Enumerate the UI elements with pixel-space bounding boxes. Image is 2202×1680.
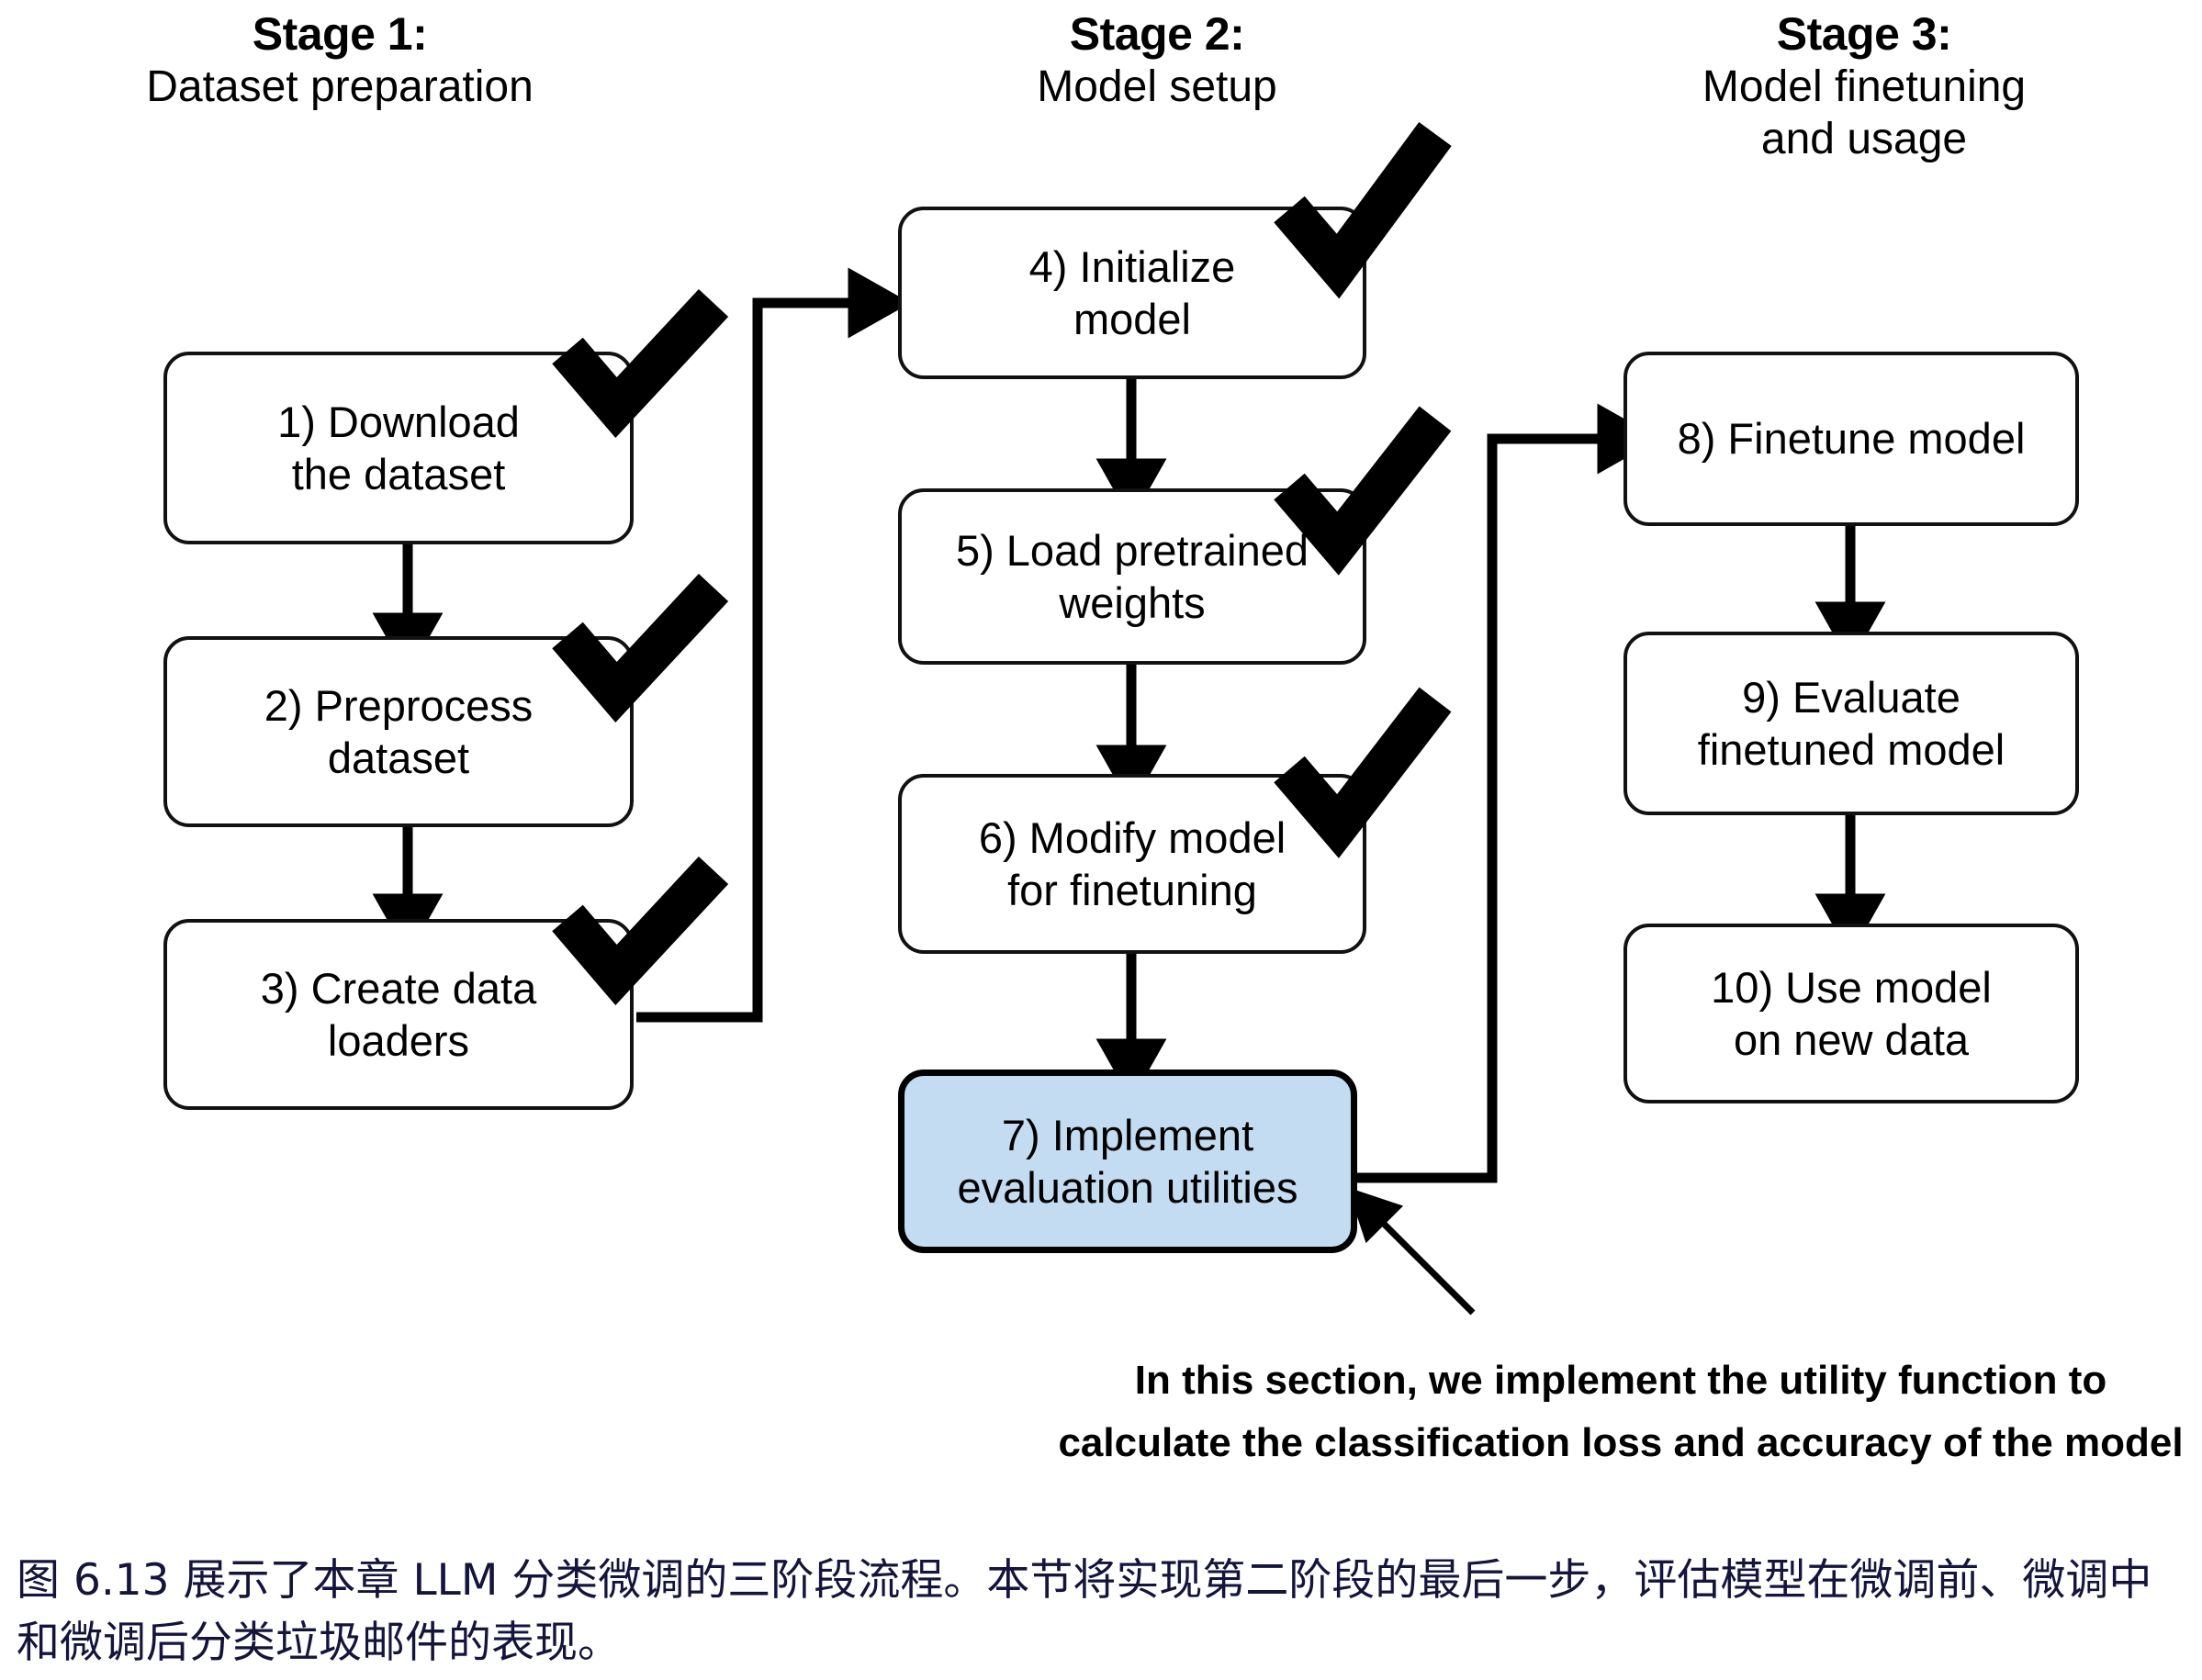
node-6-modify-model-for-finetuning[interactable]: 6) Modify model for finetuning <box>898 774 1366 954</box>
stage-header-3: Stage 3: Model finetuning and usage <box>1561 7 2167 165</box>
node-3-create-data-loaders[interactable]: 3) Create data loaders <box>163 919 634 1110</box>
stage-3-title: Stage 3: <box>1776 8 1952 60</box>
callout-line-1: In this section, we implement the utilit… <box>1134 1358 2107 1403</box>
node-3-label: 3) Create data loaders <box>260 963 537 1065</box>
stage-header-1: Stage 1: Dataset preparation <box>37 7 643 114</box>
stage-1-subtitle: Dataset preparation <box>146 62 534 111</box>
node-6-label: 6) Modify model for finetuning <box>978 812 1286 914</box>
stage-header-2: Stage 2: Model setup <box>854 7 1460 114</box>
arrow-7-to-8 <box>1357 403 1660 1183</box>
node-1-label: 1) Download the dataset <box>277 397 520 498</box>
callout-annotation: In this section, we implement the utilit… <box>1056 1350 2185 1474</box>
node-9-evaluate-finetuned-model[interactable]: 9) Evaluate finetuned model <box>1623 632 2079 815</box>
node-4-initialize-model[interactable]: 4) Initialize model <box>898 207 1366 379</box>
stage-3-subtitle-line2: and usage <box>1760 114 1968 163</box>
node-2-label: 2) Preprocess dataset <box>264 680 534 782</box>
node-7-label: 7) Implement evaluation utilities <box>957 1110 1298 1212</box>
stage-2-title: Stage 2: <box>1069 8 1245 60</box>
stage-2-subtitle: Model setup <box>1037 62 1277 111</box>
node-8-finetune-model[interactable]: 8) Finetune model <box>1623 352 2079 526</box>
node-7-implement-evaluation-utilities[interactable]: 7) Implement evaluation utilities <box>898 1070 1357 1253</box>
arrow-3-to-4 <box>636 267 911 1023</box>
stage-3-subtitle-line1: Model finetuning <box>1702 62 2027 111</box>
callout-pointer-arrow <box>1347 1187 1476 1316</box>
node-1-download-the-dataset[interactable]: 1) Download the dataset <box>163 352 634 544</box>
callout-line-2: calculate the classification loss and ac… <box>1058 1420 2184 1466</box>
node-8-label: 8) Finetune model <box>1677 414 2026 464</box>
node-10-label: 10) Use model on new data <box>1711 962 1992 1064</box>
figure-caption-chinese: 图 6.13 展示了本章 LLM 分类微调的三阶段流程。本节将实现第二阶段的最后… <box>17 1555 2152 1669</box>
node-5-load-pretrained-weights[interactable]: 5) Load pretrained weights <box>898 488 1366 665</box>
node-5-label: 5) Load pretrained weights <box>955 525 1309 627</box>
node-9-label: 9) Evaluate finetuned model <box>1697 672 2005 774</box>
node-4-label: 4) Initialize model <box>1028 241 1236 343</box>
node-10-use-model-on-new-data[interactable]: 10) Use model on new data <box>1623 924 2079 1103</box>
stage-1-title: Stage 1: <box>252 8 428 60</box>
node-2-preprocess-dataset[interactable]: 2) Preprocess dataset <box>163 636 634 827</box>
